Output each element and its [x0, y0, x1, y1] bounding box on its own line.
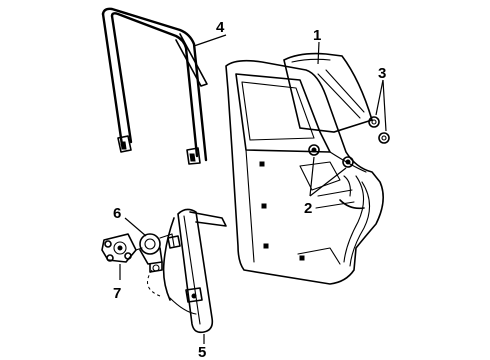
glass-run-channel-part [101, 7, 208, 165]
motor-bracket-part [101, 233, 143, 263]
callout-2: 2 [304, 200, 312, 217]
window-regulator-part [147, 208, 227, 334]
window-motor-part [139, 233, 175, 273]
callout-3: 3 [378, 65, 386, 82]
callout-6: 6 [113, 205, 121, 222]
callout-1: 1 [313, 27, 321, 44]
door-glass-part [283, 52, 373, 133]
bolt-part [308, 144, 354, 168]
rear-door-shell [225, 59, 384, 285]
callout-5: 5 [198, 344, 206, 360]
callout-7: 7 [113, 285, 121, 302]
leader-lines [119, 34, 387, 344]
nut-part [368, 116, 390, 144]
callout-4: 4 [216, 19, 225, 36]
